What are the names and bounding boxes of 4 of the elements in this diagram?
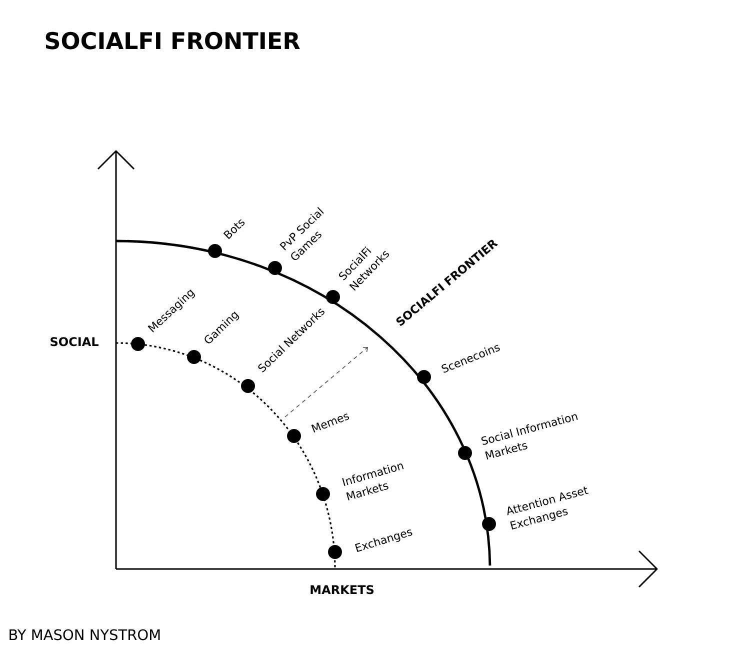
byline: BY MASON NYSTROM bbox=[10, 629, 160, 640]
axis-label: MARKETS bbox=[310, 585, 374, 594]
axis-label: SOCIAL bbox=[50, 337, 98, 346]
title: SOCIALFI FRONTIER bbox=[46, 32, 300, 50]
